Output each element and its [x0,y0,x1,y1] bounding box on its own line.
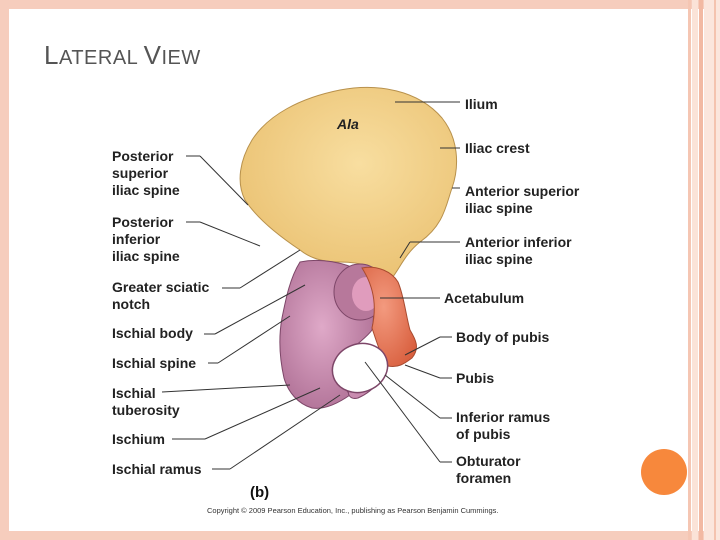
decorative-stripe [699,0,703,540]
title-initial: L [44,40,59,70]
label-iliac-crest: Iliac crest [465,140,530,156]
label-anterior-inferior-iliac-spine: Anterior inferior iliac spine [465,234,575,267]
slide-title: LATERAL VIEW [44,40,201,71]
panel-label: (b) [250,484,269,501]
title-initial: V [143,40,162,70]
copyright-notice: Copyright © 2009 Pearson Education, Inc.… [207,506,499,515]
label-ischial-spine: Ischial spine [112,355,196,371]
leader-lines [161,101,460,470]
label-ischial-body: Ischial body [112,325,193,341]
decorative-stripe [692,0,698,540]
ala-label: Ala [336,116,359,132]
obturator-foramen-shape [331,342,389,394]
label-ischial-ramus: Ischial ramus [112,461,202,477]
label-acetabulum: Acetabulum [444,290,524,306]
decorative-stripe [704,0,720,540]
pubis-shape [361,266,417,367]
label-posterior-superior-iliac-spine: Posterior superior iliac spine [112,148,180,198]
label-ischial-tuberosity: Ischial tuberosity [112,385,180,418]
decorative-stripe [714,0,716,540]
label-anterior-superior-iliac-spine: Anterior superior iliac spine [465,183,583,216]
label-inferior-ramus-of-pubis: Inferior ramus of pubis [456,409,554,442]
label-posterior-inferior-iliac-spine: Posterior inferior iliac spine [112,214,180,264]
title-part: IEW [161,47,201,69]
label-ischium: Ischium [112,431,165,447]
decorative-dot [641,449,687,495]
label-pubis: Pubis [456,370,494,386]
label-ilium: Ilium [465,96,498,112]
decorative-stripe [688,0,691,540]
ilium-shape [239,87,458,279]
label-obturator-foramen: Obturator foramen [456,453,524,486]
title-part: ATERAL [58,47,144,69]
label-body-of-pubis: Body of pubis [456,329,550,345]
label-greater-sciatic-notch: Greater sciatic notch [112,279,213,312]
